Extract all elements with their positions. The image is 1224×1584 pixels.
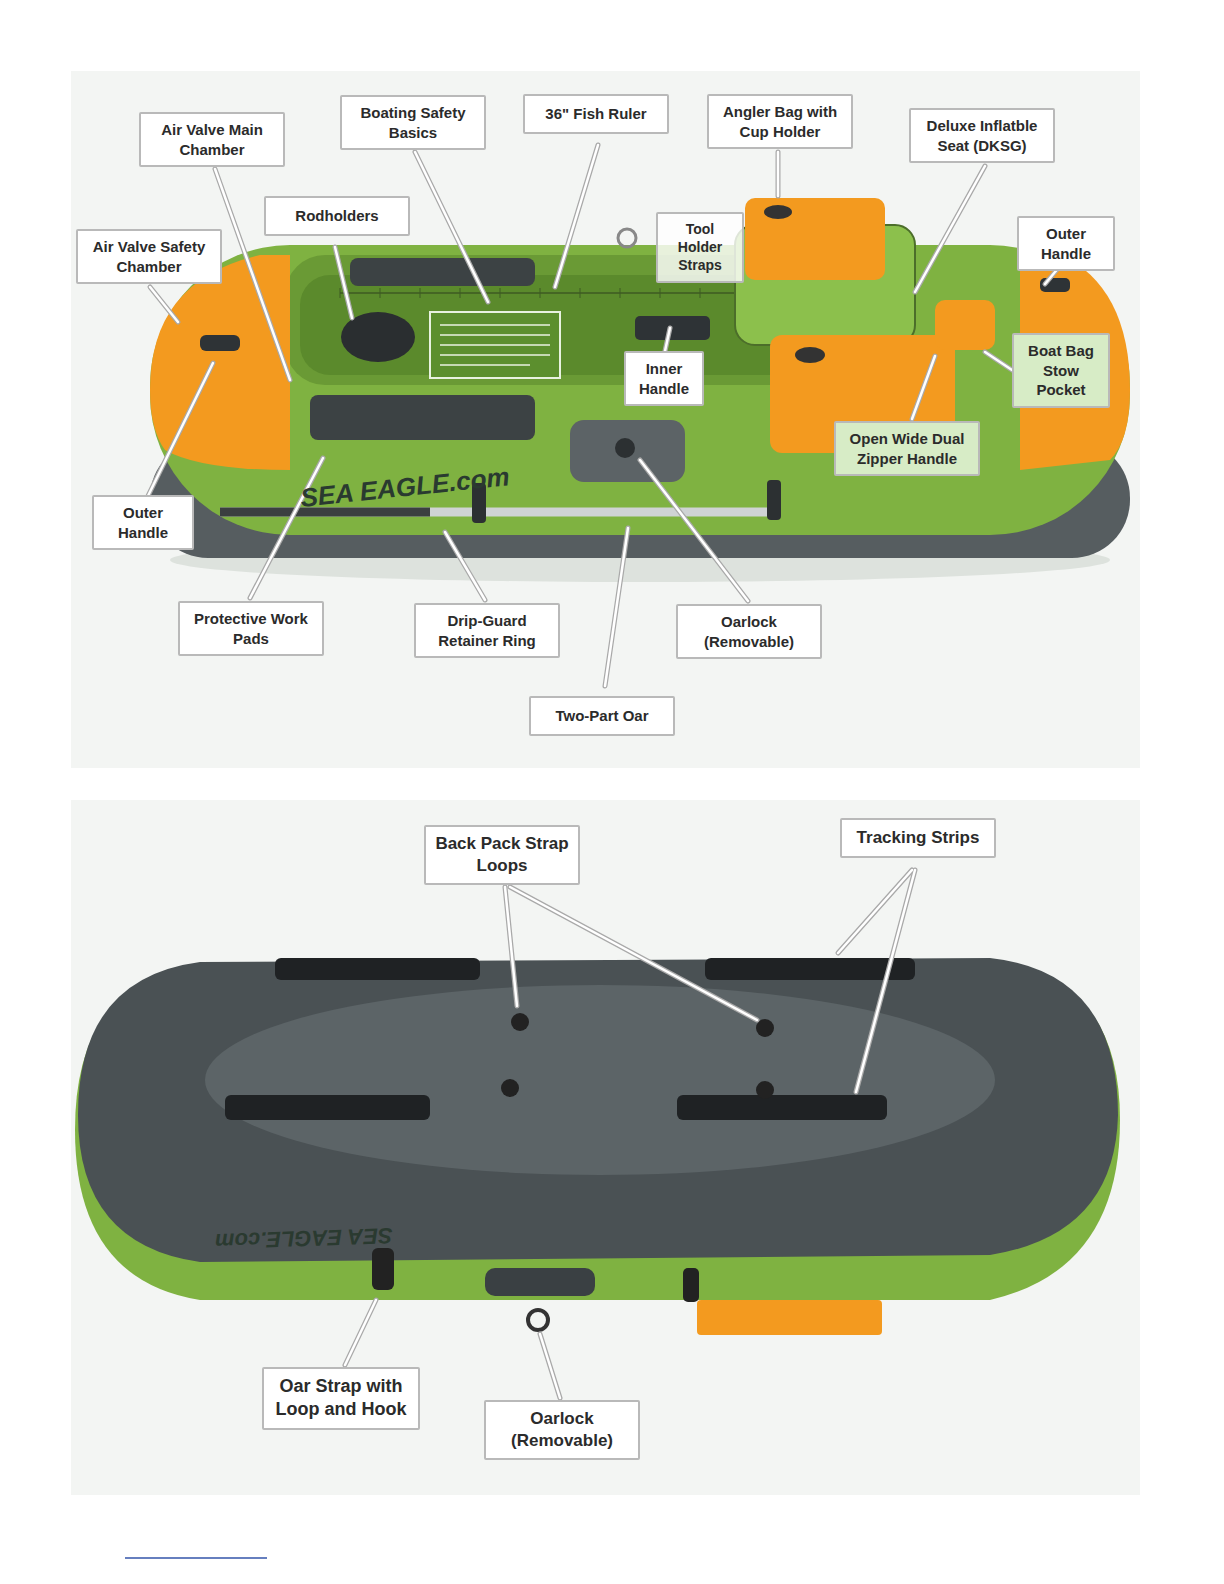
boat-bottom-view xyxy=(75,958,1120,1335)
callout-text: Oar Strap with Loop and Hook xyxy=(272,1375,410,1422)
callout-text: Oarlock (Removable) xyxy=(686,612,812,651)
callout-box: Oarlock (Removable) xyxy=(484,1400,640,1460)
callout-text: Outer Handle xyxy=(102,503,184,542)
callout-text: Open Wide Dual Zipper Handle xyxy=(844,429,970,468)
callout-text: Boating Safety Basics xyxy=(350,103,476,142)
callout-text: Air Valve Main Chamber xyxy=(149,120,275,159)
callout-box: Outer Handle xyxy=(1017,216,1115,271)
callout-box: Oarlock (Removable) xyxy=(676,604,822,659)
callout-box: Back Pack Strap Loops xyxy=(424,825,580,885)
callout-box: 36" Fish Ruler xyxy=(523,94,669,134)
photo-panel xyxy=(71,71,1140,768)
callout-text: Inner Handle xyxy=(634,359,694,398)
callout-box: Boating Safety Basics xyxy=(340,95,486,150)
callout-text: Angler Bag with Cup Holder xyxy=(717,102,843,141)
photo-panel xyxy=(71,800,1140,1495)
callout-box: Drip-Guard Retainer Ring xyxy=(414,603,560,658)
callout-text: Oarlock (Removable) xyxy=(494,1408,630,1452)
callout-box: Angler Bag with Cup Holder xyxy=(707,94,853,149)
callout-box: Tracking Strips xyxy=(840,818,996,858)
callout-text: Outer Handle xyxy=(1027,224,1105,263)
callout-box: Oar Strap with Loop and Hook xyxy=(262,1367,420,1430)
footer-rule xyxy=(125,1557,267,1559)
callout-text: Deluxe Inflatble Seat (DKSG) xyxy=(919,116,1045,155)
callout-box: Two-Part Oar xyxy=(529,696,675,736)
callout-text: Back Pack Strap Loops xyxy=(434,833,570,877)
callout-box: Tool Holder Straps xyxy=(656,212,744,283)
callout-box: Deluxe Inflatble Seat (DKSG) xyxy=(909,108,1055,163)
leader-lines xyxy=(145,145,1060,1398)
callout-box: Air Valve Main Chamber xyxy=(139,112,285,167)
callout-text: Tool Holder Straps xyxy=(666,220,734,275)
callout-box: Boat Bag Stow Pocket xyxy=(1012,333,1110,408)
callout-text: Rodholders xyxy=(295,206,378,226)
callout-box: Inner Handle xyxy=(624,351,704,406)
callout-text: Drip-Guard Retainer Ring xyxy=(424,611,550,650)
callout-text: Air Valve Safety Chamber xyxy=(86,237,212,276)
callout-box: Protective Work Pads xyxy=(178,601,324,656)
callout-text: 36" Fish Ruler xyxy=(545,104,646,124)
callout-box: Open Wide Dual Zipper Handle xyxy=(834,421,980,476)
callout-text: Two-Part Oar xyxy=(555,706,648,726)
callout-box: Air Valve Safety Chamber xyxy=(76,229,222,284)
boat-top-view xyxy=(150,198,1130,582)
callout-box: Outer Handle xyxy=(92,495,194,550)
callout-text: Boat Bag Stow Pocket xyxy=(1022,341,1100,400)
callout-box: Rodholders xyxy=(264,196,410,236)
callout-text: Protective Work Pads xyxy=(188,609,314,648)
callout-text: Tracking Strips xyxy=(857,827,980,849)
